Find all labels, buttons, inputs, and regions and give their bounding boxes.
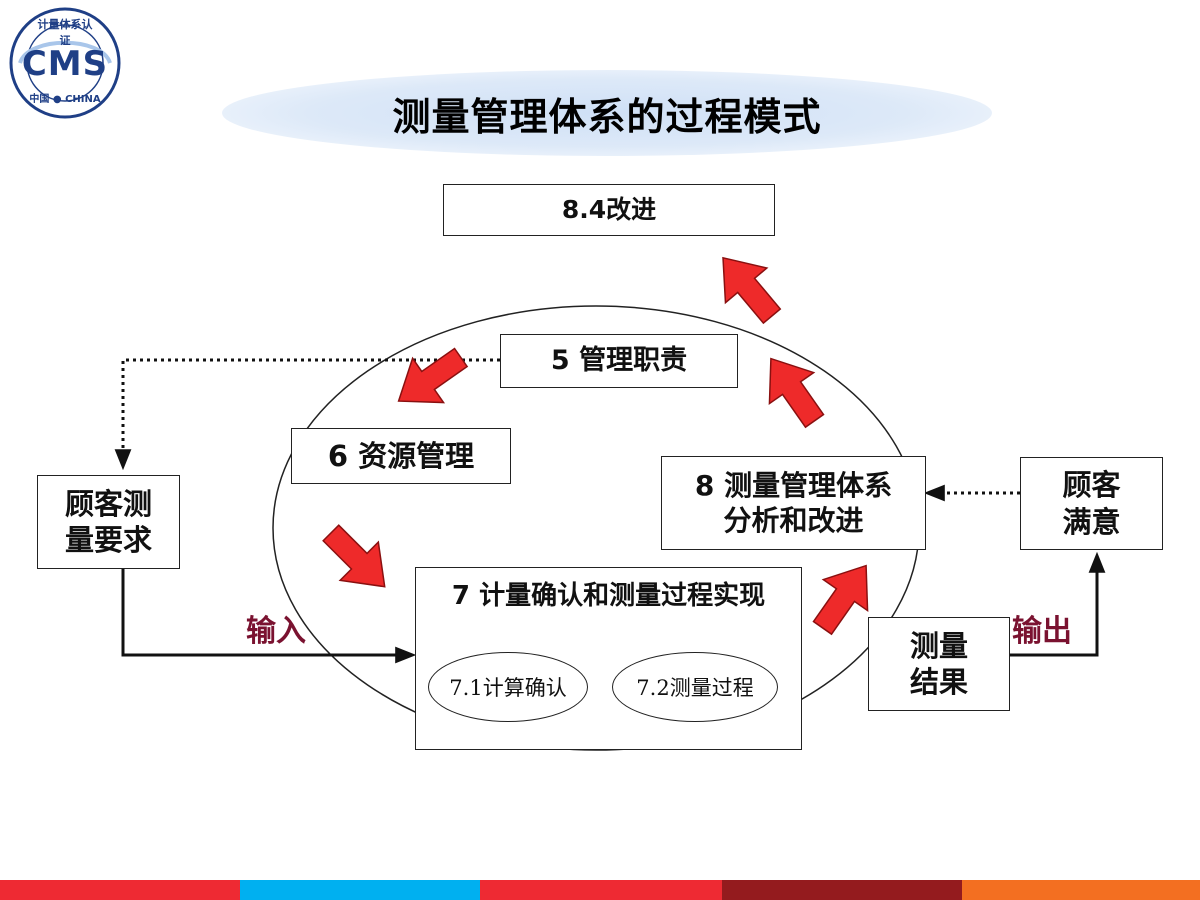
ellipse-confirmation-label: 7.1计算确认 <box>449 676 567 700</box>
box-result-line2: 结果 <box>909 665 968 699</box>
ellipse-measurement-process-label: 7.2测量过程 <box>636 676 754 700</box>
title-banner: 测量管理体系的过程模式 <box>222 70 992 156</box>
box-improvement-label: 8.4改进 <box>561 195 657 225</box>
page-title: 测量管理体系的过程模式 <box>392 94 822 139</box>
box-analysis-improvement: 8 测量管理体系 分析和改进 <box>661 456 926 550</box>
red-arrow-realization-to-analysis <box>812 564 869 636</box>
box-result-line1: 测量 <box>909 628 968 663</box>
footer-bar-segment-2 <box>240 880 480 900</box>
box-customer-requirement: 顾客测 量要求 <box>37 475 180 569</box>
cms-logo: 计量体系认证 CMS 中国 ● CHINA <box>8 6 122 120</box>
box-management-responsibility: 5 管理职责 <box>500 334 738 388</box>
footer-bar-segment-1 <box>0 880 240 900</box>
red-arrow-analysis-to-mgmt <box>768 357 825 429</box>
box-management-responsibility-label: 5 管理职责 <box>550 345 688 377</box>
footer-bar-segment-3 <box>480 880 722 900</box>
red-arrow-to-improve <box>722 256 782 325</box>
box-resource-management: 6 资源管理 <box>291 428 511 484</box>
box-measurement-result: 测量 结果 <box>868 617 1010 711</box>
input-line <box>121 568 417 664</box>
input-label: 输入 <box>246 614 306 649</box>
footer-bar-segment-5 <box>962 880 1200 900</box>
box-customer-req-line2: 量要求 <box>64 523 152 557</box>
logo-letters: CMS <box>21 44 109 84</box>
ellipse-measurement-process: 7.2测量过程 <box>612 652 778 722</box>
logo-ring-text: 计量体系认证 <box>37 18 93 47</box>
box-realization-label: 7 计量确认和测量过程实现 <box>451 581 766 611</box>
box-customer-req-line1: 顾客测 <box>64 486 152 521</box>
box-satisfaction-line2: 满意 <box>1062 504 1121 539</box>
output-line <box>1010 551 1106 657</box>
red-arrow-resource-to-realization <box>322 524 386 588</box>
ellipse-confirmation: 7.1计算确认 <box>428 652 588 722</box>
box-analysis-line2: 分析和改进 <box>723 504 864 537</box>
red-arrow-mgmt-to-resource <box>397 347 469 404</box>
logo-bottom-text: 中国 ● CHINA <box>29 94 101 105</box>
footer-bar-segment-4 <box>722 880 962 900</box>
box-satisfaction-line1: 顾客 <box>1062 468 1121 503</box>
box-resource-management-label: 6 资源管理 <box>327 438 475 473</box>
box-customer-satisfaction: 顾客 满意 <box>1020 457 1163 550</box>
output-label: 输出 <box>1012 614 1072 649</box>
box-analysis-line1: 8 测量管理体系 <box>694 469 893 502</box>
box-improvement: 8.4改进 <box>443 184 775 236</box>
logo-emblem-icon <box>9 7 121 119</box>
